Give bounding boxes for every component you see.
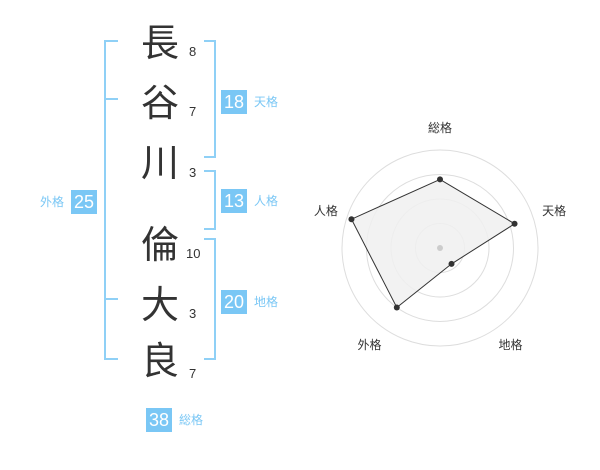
tenkaku-label: 天格 (254, 95, 279, 109)
gaikaku-value: 25 (71, 190, 98, 214)
name-char-3: 川 (140, 141, 179, 185)
tenkaku-bracket (204, 40, 216, 158)
tenkaku-value: 18 (221, 90, 248, 114)
radar-data-point (448, 260, 455, 267)
chikaku-bracket (204, 238, 216, 360)
radar-axis-label: 人格 (314, 203, 338, 218)
name-char-5: 大 (140, 283, 179, 327)
name-char-6: 良 (140, 339, 179, 383)
chikaku-label: 地格 (254, 295, 279, 309)
soukaku-value: 38 (146, 408, 173, 432)
radar-axis-label: 地格 (498, 337, 522, 352)
radar-axis-label: 天格 (542, 203, 566, 218)
stroke-count-4: 10 (186, 246, 201, 261)
jinkaku-bracket (204, 170, 216, 230)
name-char-2: 谷 (140, 81, 179, 125)
stroke-count-3: 3 (189, 165, 197, 180)
gaikaku-bracket (104, 40, 118, 360)
radar-data-point (393, 304, 400, 311)
radar-axis-label: 総格 (428, 120, 452, 135)
stroke-count-1: 8 (189, 44, 197, 59)
name-char-4: 倫 (140, 223, 179, 267)
gaikaku-label: 外格 (40, 195, 65, 209)
jinkaku-label: 人格 (254, 194, 279, 208)
radar-axis-label: 外格 (357, 337, 381, 352)
radar-data-point (348, 216, 355, 223)
jinkaku-value: 13 (221, 189, 248, 213)
radar-data-point (437, 176, 443, 183)
name-char-1: 長 (140, 21, 179, 65)
radar-data-polygon (350, 178, 516, 309)
radar-data-point (511, 220, 518, 227)
soukaku-label: 総格 (179, 413, 204, 427)
gaikaku-bracket-tick (104, 298, 118, 300)
stroke-count-6: 7 (189, 366, 197, 381)
radar-chart: 総格 天格 地格 外格 人格 (314, 120, 566, 352)
radar-center-dot (437, 245, 443, 251)
chikaku-value: 20 (221, 290, 248, 314)
gaikaku-bracket-tick (104, 98, 118, 100)
radar-ring (341, 149, 539, 347)
stroke-count-2: 7 (189, 104, 197, 119)
stroke-count-5: 3 (189, 306, 197, 321)
radar-data-points (348, 176, 518, 311)
